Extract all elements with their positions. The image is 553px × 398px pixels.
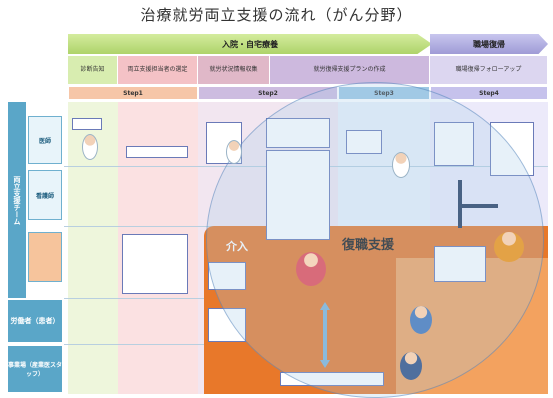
subphase-diagnosis-label: 診断告知: [80, 66, 105, 73]
staff-icon: [392, 152, 410, 178]
subphase-diagnosis: 診断告知: [68, 56, 118, 84]
phase-return-label: 職場復帰: [473, 39, 505, 49]
subphase-followup-label: 職場復帰フォローアップ: [455, 66, 522, 73]
step-4-label: Step4: [479, 89, 499, 97]
doc-box-a: [72, 118, 102, 130]
worker-icon: [410, 306, 432, 334]
role-nurse-label: 看護師: [35, 192, 54, 200]
doctor-icon: [82, 134, 98, 160]
step-1-label: Step1: [123, 89, 143, 97]
phase-return: 職場復帰: [430, 34, 548, 54]
doc-box-i: [122, 234, 188, 294]
patient-icon: [296, 252, 326, 286]
role-doctor: 医師: [28, 116, 62, 164]
employer-icon: [494, 232, 524, 262]
role-doctor-label: 医師: [38, 137, 51, 145]
role-nurse: 看護師: [28, 170, 62, 220]
role-employer-label: 事業場（産業医スタッフ）: [8, 362, 63, 378]
step-4: Step4: [430, 86, 548, 100]
row-header-team: 両立支援チーム: [8, 102, 26, 298]
role-worker: 労働者（患者）: [8, 300, 62, 342]
doc-box-b: [126, 146, 188, 158]
phase-inpatient-label: 入院・自宅療養: [222, 39, 278, 49]
subphase-plan: 就労復帰支援プランの作成: [270, 56, 430, 84]
nurse-icon: [226, 140, 242, 164]
subphase-followup: 職場復帰フォローアップ: [430, 56, 548, 84]
role-msw: [28, 232, 62, 282]
step-2-label: Step2: [258, 89, 278, 97]
subphase-coordinator-label: 両立支援担当者の選定: [127, 66, 188, 73]
role-worker-label: 労働者（患者）: [10, 317, 60, 325]
overlay-circle: [206, 82, 544, 398]
role-employer: 事業場（産業医スタッフ）: [8, 346, 62, 392]
diagram-title: 治療就労両立支援の流れ（がん分野）: [140, 6, 413, 24]
subphase-plan-label: 就労復帰支援プランの作成: [313, 66, 386, 73]
phase-inpatient: 入院・自宅療養: [68, 34, 432, 54]
subphase-info: 就労状況情報収集: [198, 56, 270, 84]
subphase-info-label: 就労状況情報収集: [209, 66, 258, 73]
step-1: Step1: [68, 86, 198, 100]
subphase-coordinator: 両立支援担当者の選定: [118, 56, 198, 84]
row-header-team-label: 両立支援チーム: [13, 175, 21, 225]
manager-icon: [400, 352, 422, 380]
